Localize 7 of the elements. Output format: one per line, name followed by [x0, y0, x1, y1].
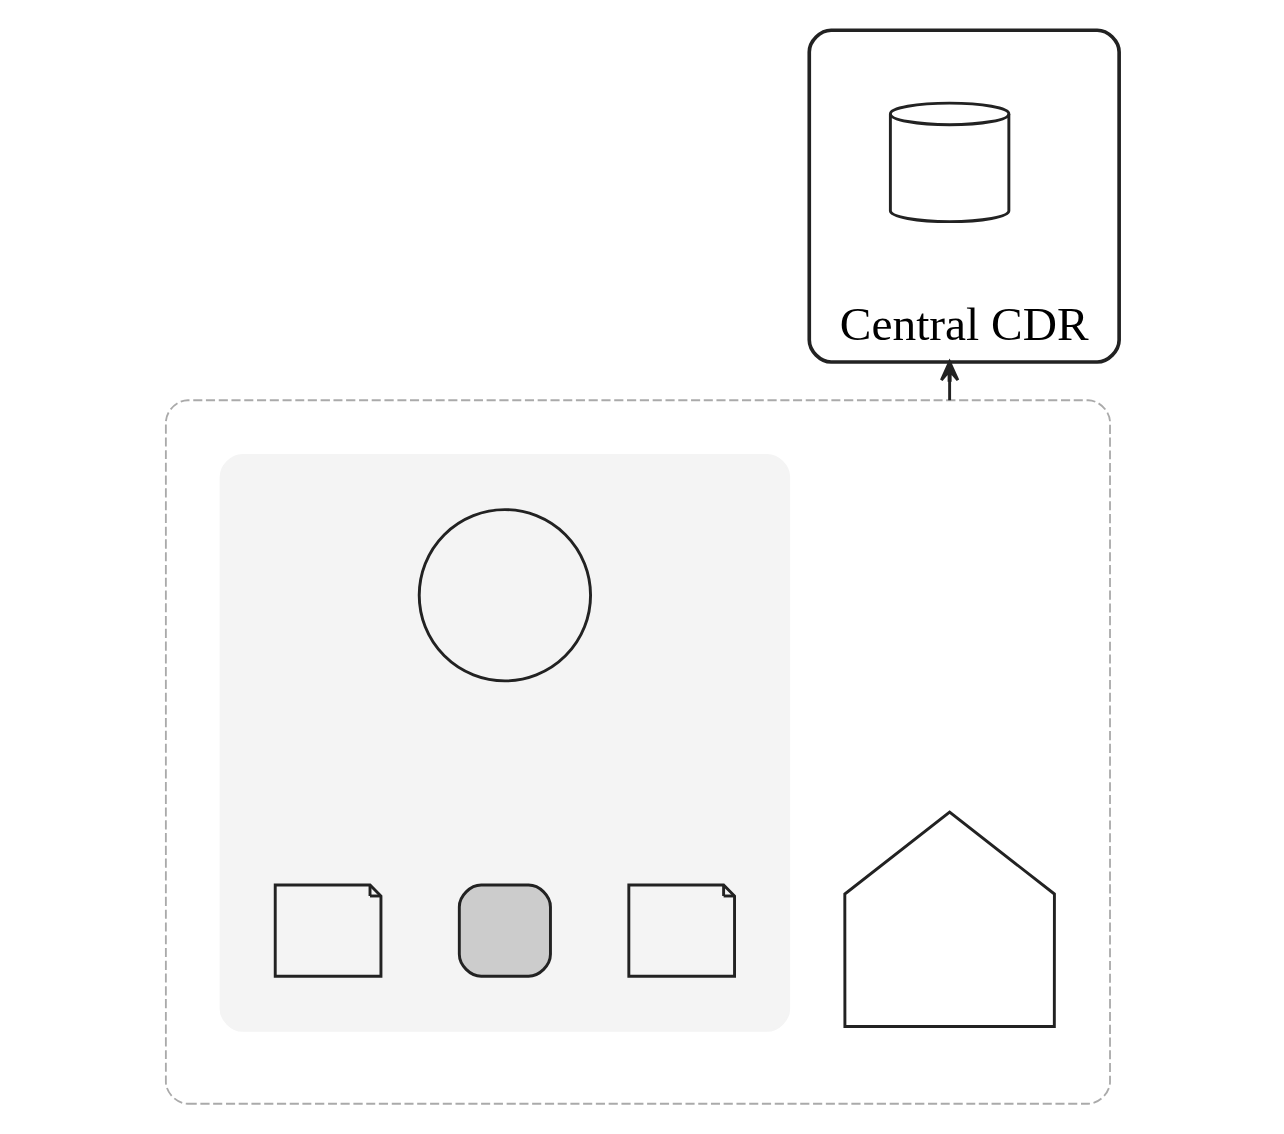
- cluster: Central CDR: [806, 28, 1121, 364]
- node-picture: [842, 810, 1056, 1028]
- cluster: [164, 399, 1111, 1105]
- node-person: [417, 508, 592, 683]
- node-box: [457, 883, 552, 978]
- arrow: [939, 360, 959, 401]
- cluster: [219, 454, 790, 1032]
